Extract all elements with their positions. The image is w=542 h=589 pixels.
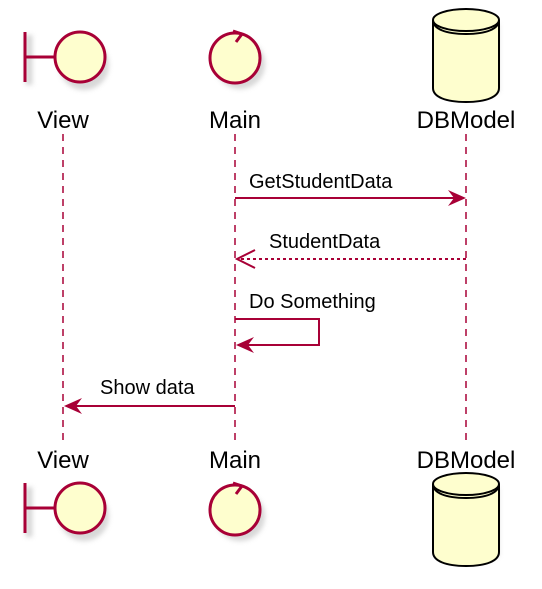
- participant-view-top: View: [37, 107, 89, 134]
- participant-dbmodel-bottom: DBModel: [417, 447, 516, 474]
- participant-dbmodel-top: DBModel: [417, 107, 516, 134]
- message-label-do-something: Do Something: [249, 291, 376, 313]
- control-icon: [208, 29, 265, 89]
- arrowhead: [448, 190, 466, 206]
- database-icon: [432, 472, 500, 568]
- arrowhead: [64, 398, 82, 414]
- message-label-getstudentdata: GetStudentData: [249, 171, 393, 193]
- database-icon: [432, 8, 500, 104]
- message-label-studentdata: StudentData: [269, 231, 381, 253]
- arrowhead: [236, 337, 254, 353]
- participant-view-bottom: View: [37, 447, 89, 474]
- message-arrow-do-something: [235, 318, 320, 346]
- control-icon: [208, 481, 265, 541]
- participant-main-bottom: Main: [209, 447, 261, 474]
- message-label-show-data: Show data: [100, 377, 195, 399]
- boundary-icon: [23, 30, 109, 90]
- participant-main-top: Main: [209, 107, 261, 134]
- arrowhead: [234, 249, 256, 269]
- boundary-icon: [23, 481, 109, 541]
